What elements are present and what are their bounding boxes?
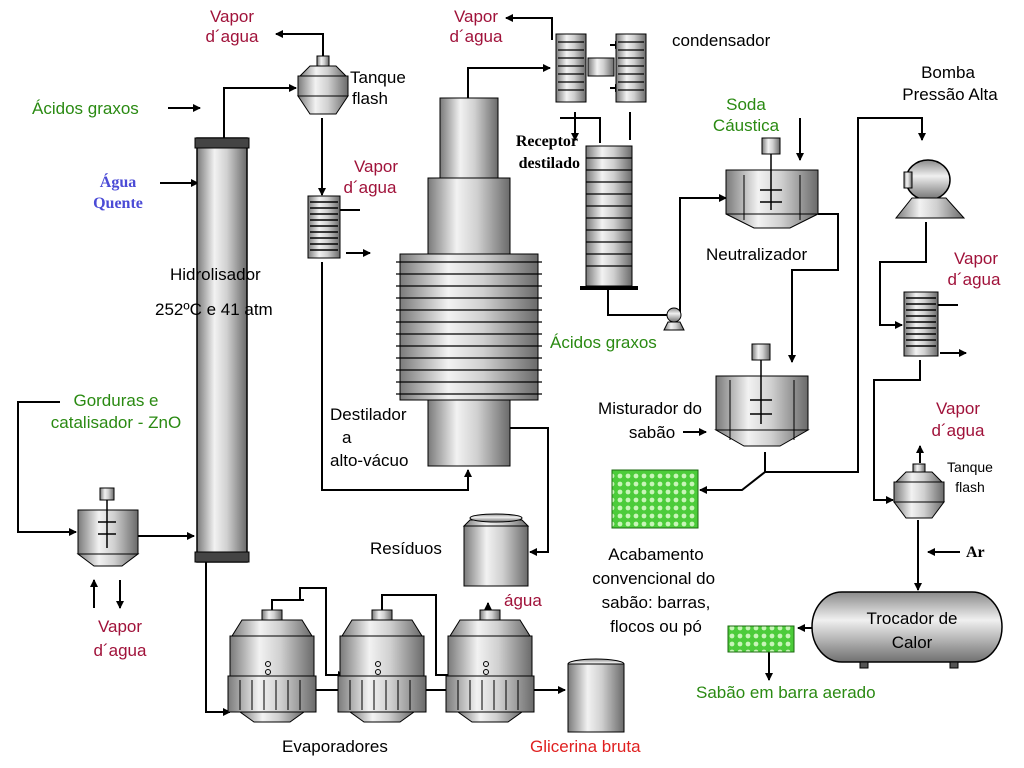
hidrolisador-column [194,137,250,563]
bomba-pressao-alta [894,159,966,219]
label-hidrolisador: Hidrolisador [170,265,261,284]
misturador [714,343,810,447]
evaporador-2 [337,609,427,723]
label-residuos: Resíduos [370,539,442,558]
glicerina-tank [567,658,625,733]
label-acidos-graxos-mid: Ácidos graxos [550,333,657,352]
trocador-de-calor [811,591,1003,669]
label-evaporadores: Evaporadores [282,737,388,756]
pump-small-icon [663,307,685,331]
label-acidos-graxos-top: Ácidos graxos [32,99,139,118]
label-sabao-aerado: Sabão em barra aerado [696,683,876,702]
label-ar: Ar [966,544,985,561]
destilador [396,97,542,467]
mixer-gorduras [76,487,140,567]
label-glicerina: Glicerina bruta [530,737,641,756]
label-neutralizador: Neutralizador [706,245,807,264]
tanque-flash-top [297,55,349,115]
heat-exchanger-right [903,291,939,357]
receptor-destilado [580,145,638,290]
evaporador-1 [227,609,317,723]
condensador [555,33,647,103]
evaporador-3 [445,609,535,723]
tanque-flash-right [893,463,945,519]
label-agua: água [504,591,542,610]
heat-exchanger-left [307,195,341,259]
neutralizador [725,137,819,229]
label-condensador: condensador [672,31,771,50]
soap-block-aerado [727,625,795,653]
soap-block-acabamento [611,469,699,529]
label-hidro-cond: 252ºC e 41 atm [155,300,273,319]
residuos-tank [462,513,530,587]
